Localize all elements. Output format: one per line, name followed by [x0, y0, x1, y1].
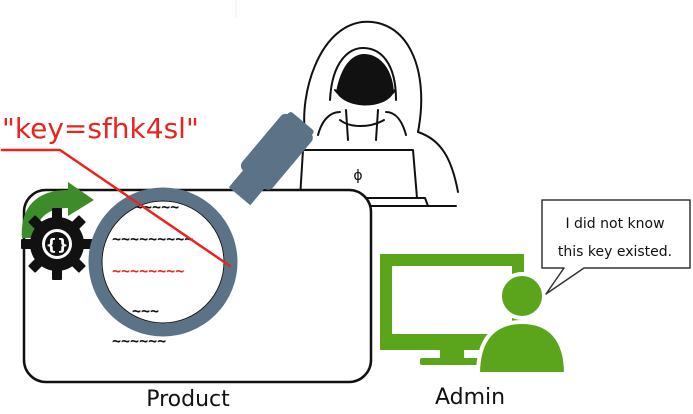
curved-arrow-icon [21, 182, 94, 238]
laptop-logo-icon: ɸ [353, 168, 362, 184]
speech-bubble-icon [541, 199, 691, 295]
product-label: Product [146, 387, 230, 412]
admin-user-icon [475, 272, 569, 376]
gear-icon [21, 208, 93, 280]
code-line: ~~~~~~~~~ [112, 230, 193, 248]
code-line-secret: ~~~~~~~~ [112, 262, 184, 280]
code-lines: ~~~~~ ~~~~~~~~~ ~~~~~~~~ ~~~ ~~~~~~ [112, 198, 193, 350]
admin-label: Admin [435, 385, 505, 410]
speech-line-2: this key existed. [558, 244, 672, 260]
speech-line-1: I did not know [565, 216, 664, 232]
leaked-secret-label: "key=sfhk4sl" [2, 112, 199, 145]
gear-braces-icon: {} [46, 235, 69, 254]
magnifier-icon [88, 112, 314, 337]
secret-callout-line [0, 148, 232, 268]
code-line: ~~~ [132, 302, 159, 320]
product-box [22, 188, 373, 384]
hacker-face-icon [336, 54, 394, 106]
code-line: ~~~~~~ [112, 332, 166, 350]
